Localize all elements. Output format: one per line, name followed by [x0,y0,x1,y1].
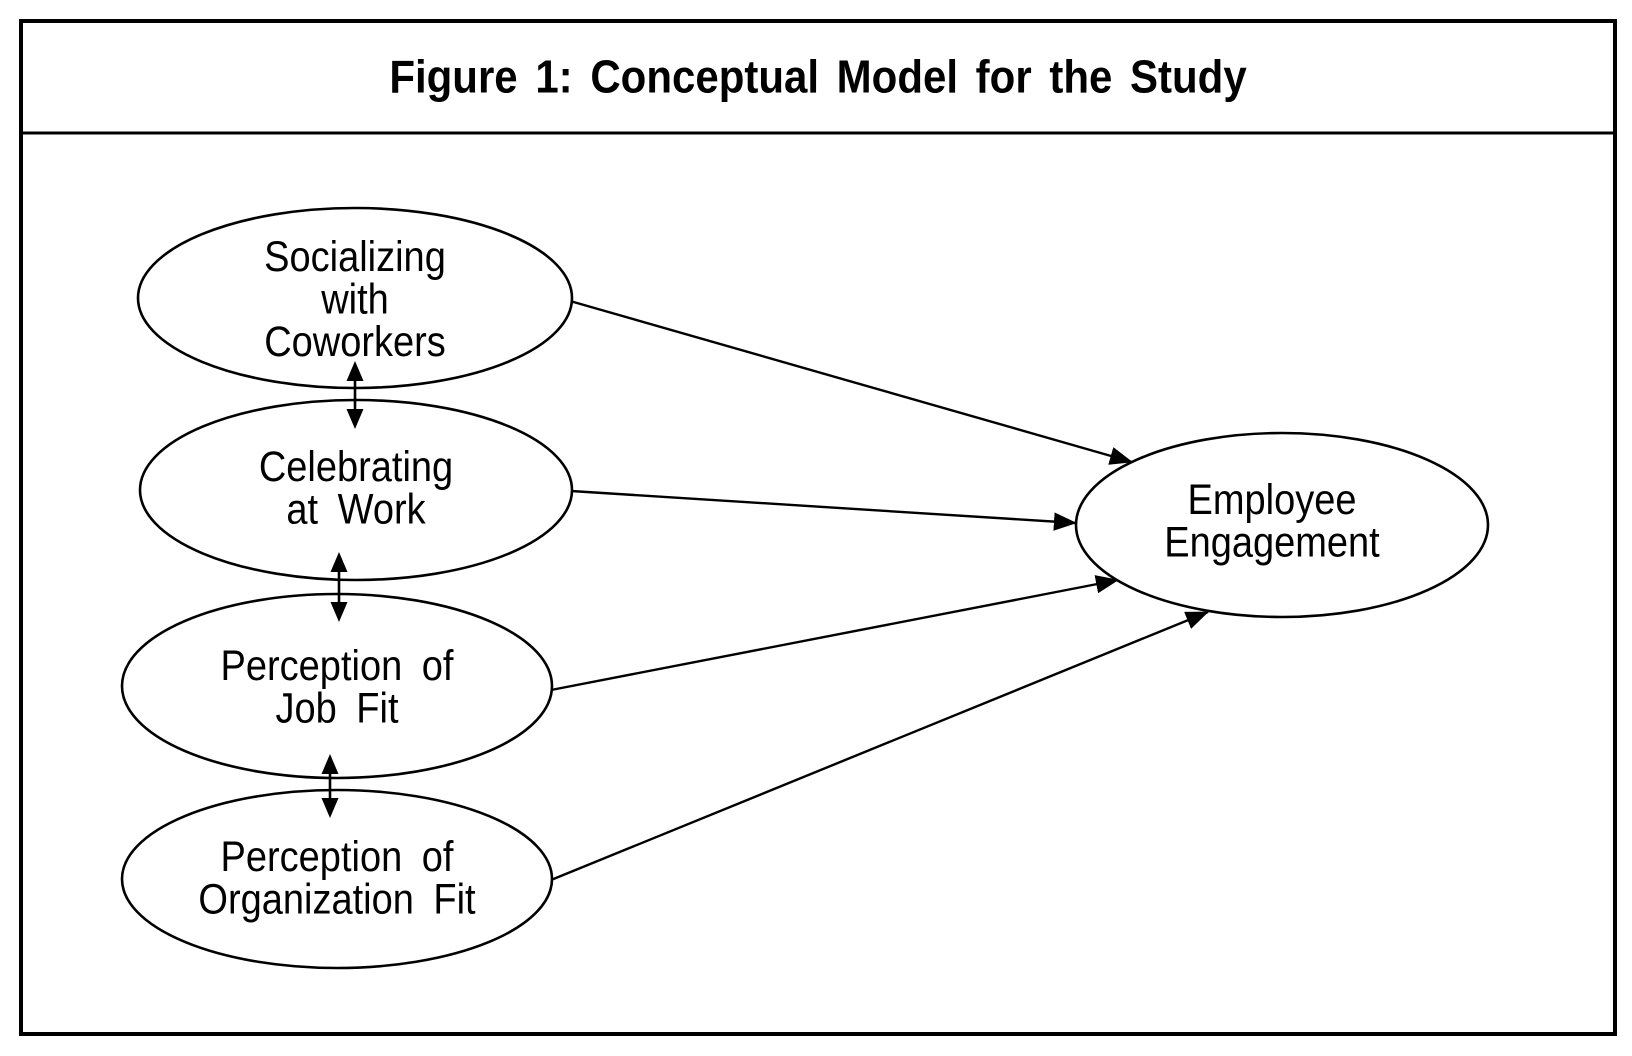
arrow-down-icon [321,798,339,818]
arrow-up-icon [346,361,364,381]
node-ellipse-perception-of-organization-fit [120,788,554,970]
node-ellipse-employee-engagement [1074,431,1490,619]
edge-socializing-to-engagement [569,299,1133,465]
node-ellipse-celebrating-at-work [138,398,574,582]
node-ellipse-perception-of-job-fit [120,592,554,780]
arrow-up-icon [330,552,348,572]
figure-title-band: Figure 1: Conceptual Model for the Study [23,23,1613,131]
arrow-up-icon [321,754,339,774]
arrow-down-icon [330,602,348,622]
edge-organization-fit-to-engagement [550,610,1209,882]
edge-celebrating-to-engagement [570,489,1077,531]
double-arrow-job-fit-organization-fit [321,754,339,818]
edge-job-fit-to-engagement [550,575,1119,692]
arrow-down-icon [346,409,364,429]
double-arrow-celebrating-job-fit [330,552,348,622]
figure-title: Figure 1: Conceptual Model for the Study [389,50,1247,103]
double-arrow-socializing-celebrating [346,361,364,429]
figure-border [19,19,1617,1036]
